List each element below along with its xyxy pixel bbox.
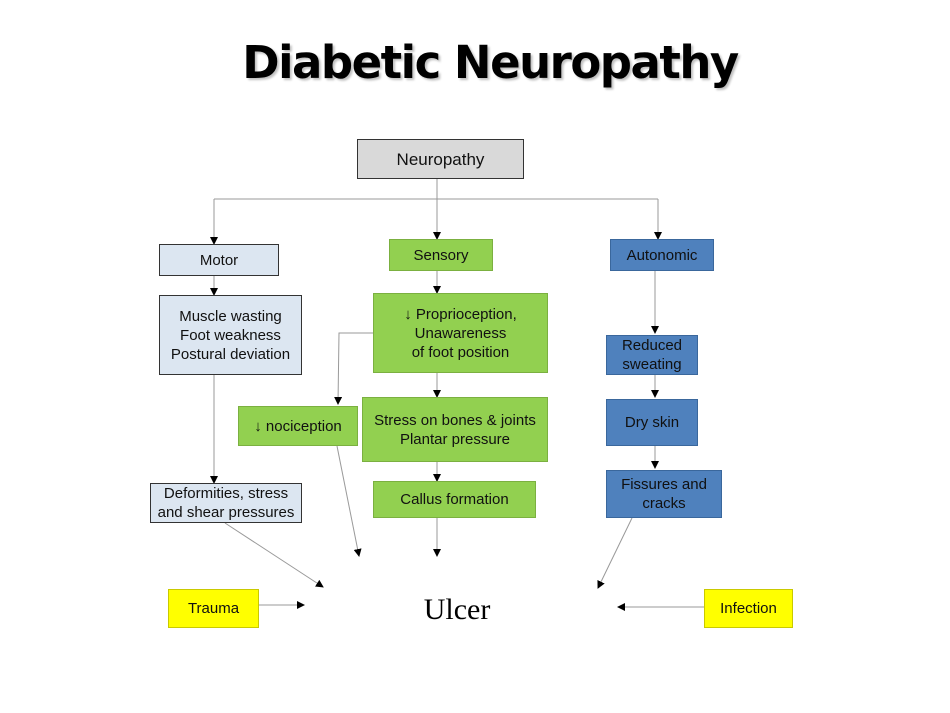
node-infection: Infection: [704, 589, 793, 628]
node-deformities: Deformities, stress and shear pressures: [150, 483, 302, 523]
arrow-nociception-ulcer: [336, 445, 362, 557]
node-trauma: Trauma: [168, 589, 259, 628]
node-neuropathy: Neuropathy: [357, 139, 524, 179]
node-reduced-sweating: Reduced sweating: [606, 335, 698, 375]
node-dry-skin: Dry skin: [606, 399, 698, 446]
node-autonomic: Autonomic: [610, 239, 714, 271]
node-nociception: ↓ nociception: [238, 406, 358, 446]
node-sensory: Sensory: [389, 239, 493, 271]
node-proprioception: ↓ Proprioception, Unawareness of foot po…: [373, 293, 548, 373]
node-muscle-wasting: Muscle wasting Foot weakness Postural de…: [159, 295, 302, 375]
node-stress: Stress on bones & joints Plantar pressur…: [362, 397, 548, 462]
node-ulcer: Ulcer: [423, 593, 491, 626]
page-title: Diabetic Neuropathy: [242, 36, 739, 89]
node-callus: Callus formation: [373, 481, 536, 518]
arrow-proprio-nociception: [334, 332, 373, 405]
arrow-fissures-ulcer: [597, 517, 633, 589]
node-fissures: Fissures and cracks: [606, 470, 722, 518]
arrow-deformities-ulcer: [224, 522, 324, 588]
node-motor: Motor: [159, 244, 279, 276]
